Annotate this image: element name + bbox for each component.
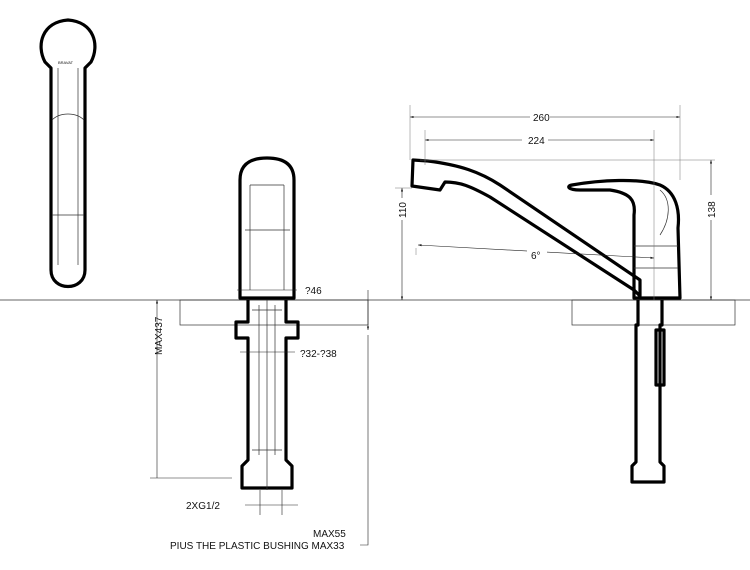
dim-diameter-body: ?46 <box>305 286 322 297</box>
dim-total-length: 260 <box>533 113 550 124</box>
dim-counter-thickness: MAX55 <box>313 529 346 540</box>
dim-max-height: MAX437 <box>154 316 165 355</box>
countertop-slab-left <box>179 299 369 326</box>
note-bushing: PIUS THE PLASTIC BUSHING MAX33 <box>170 541 345 552</box>
top-view: BRAVAT <box>39 18 97 288</box>
side-view: ?46 ?32-?38 MAX437 2XG1/2 MAX55 PIUS THE… <box>150 156 370 552</box>
front-view: 260 224 110 138 6° <box>395 105 718 484</box>
countertop-slab-right <box>571 299 736 326</box>
dim-connection: 2XG1/2 <box>186 501 220 512</box>
dim-total-height: 138 <box>707 201 718 218</box>
dim-angle: 6° <box>531 251 541 262</box>
dim-spout-reach: 224 <box>528 136 545 147</box>
dim-spout-height: 110 <box>398 202 409 218</box>
dim-diameter-hole: ?32-?38 <box>300 349 337 360</box>
brand-mark: BRAVAT <box>58 60 74 65</box>
